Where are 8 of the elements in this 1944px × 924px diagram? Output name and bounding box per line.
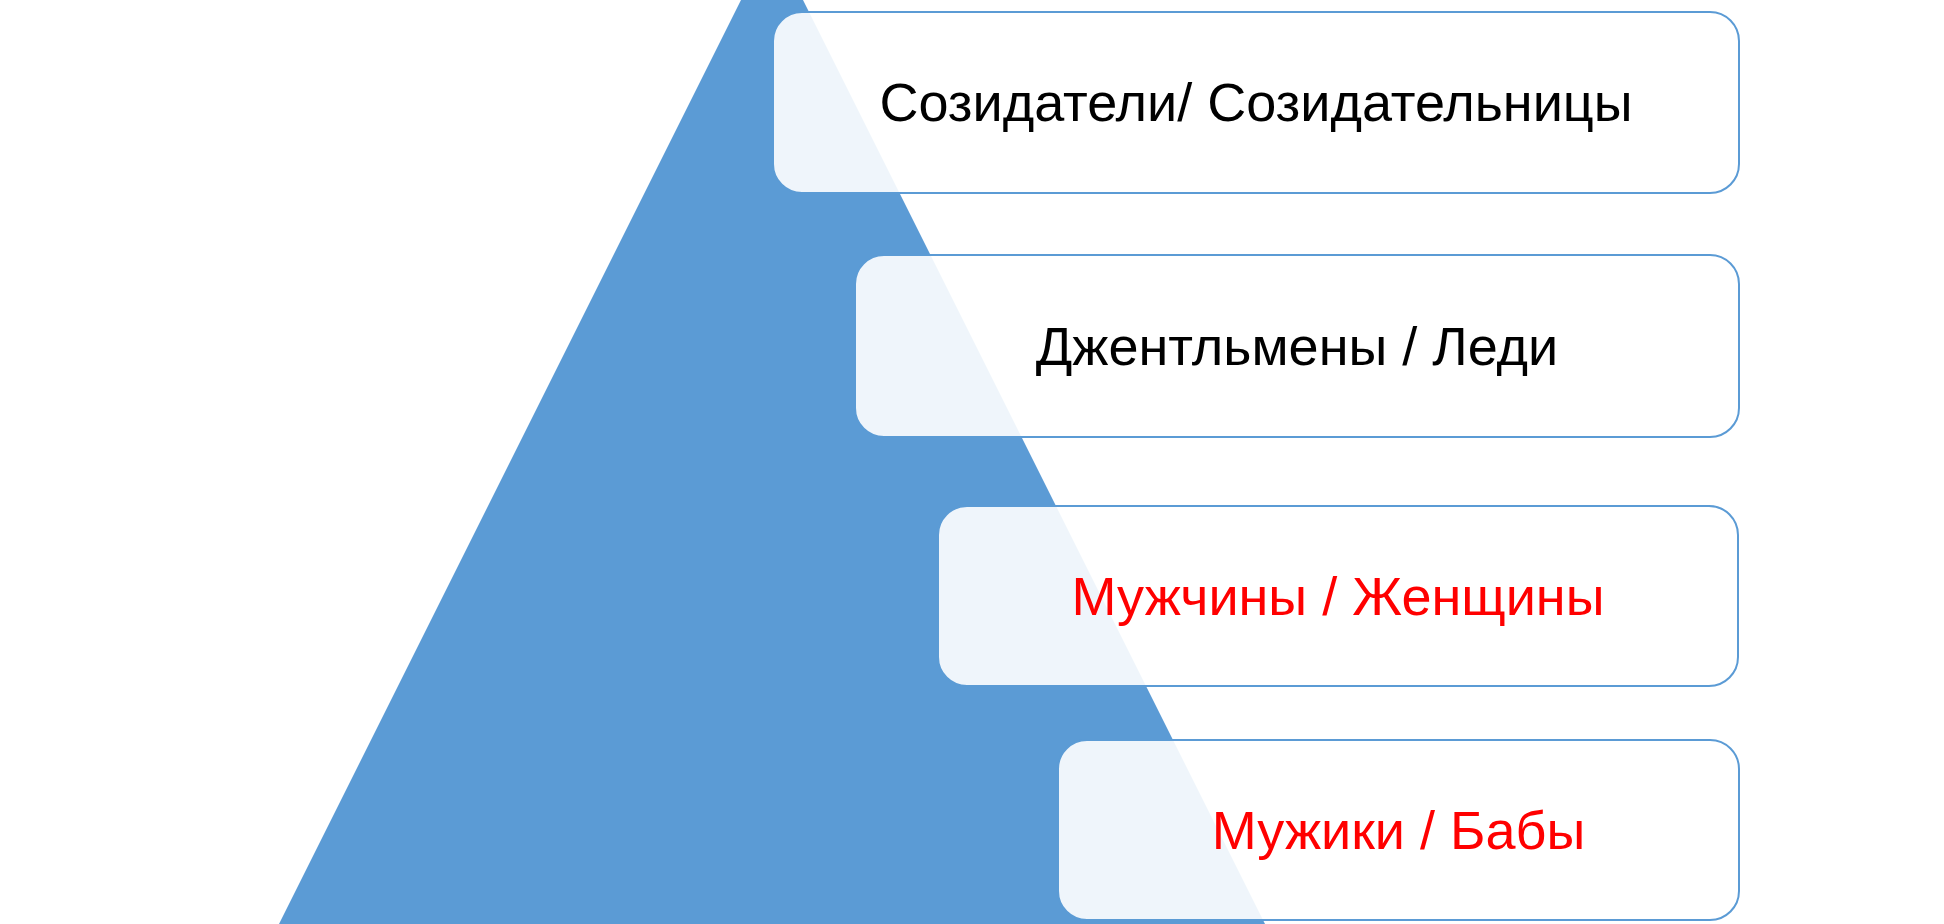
level-label: Созидатели/ Созидательницы <box>879 71 1633 134</box>
level-label: Мужчины / Женщины <box>1071 564 1605 628</box>
pyramid-level-box <box>772 11 1740 194</box>
pyramid-level-box <box>854 254 1740 438</box>
pyramid-level-box <box>937 505 1739 687</box>
level-label: Мужики / Бабы <box>1211 798 1586 862</box>
pyramid-level-box <box>1057 739 1740 921</box>
level-label: Джентльмены / Леди <box>1035 314 1559 378</box>
